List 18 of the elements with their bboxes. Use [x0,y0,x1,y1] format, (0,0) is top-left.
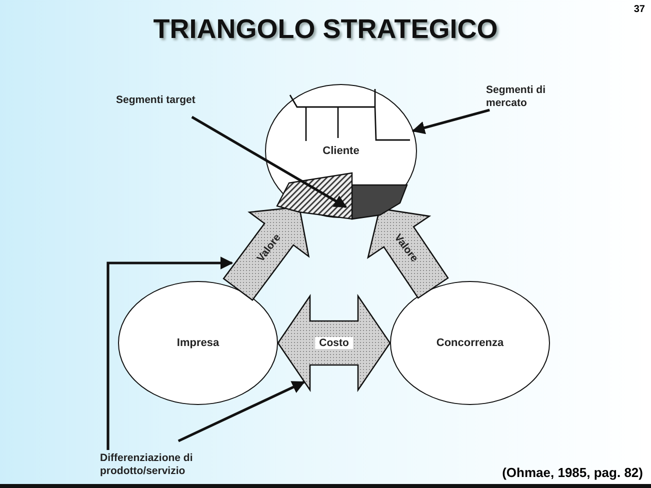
block-arrow [366,208,449,299]
node-label: Cliente [322,145,360,157]
edge-label: Costo [315,337,353,349]
node-label: Concorrenza [436,337,504,349]
leader-arrow [412,108,490,134]
leader-arrow [178,380,306,442]
callout-text: Segmenti target [116,94,226,108]
block-arrow [222,206,310,302]
node-label: Impresa [176,337,220,349]
callout-text: Differenziazione di prodotto/servizio [100,452,260,478]
block-arrow [277,294,391,392]
leader-arrow [106,256,234,450]
page-number: 37 [634,4,645,15]
callout-text: Segmenti di mercato [486,84,576,110]
slide-title: TRIANGOLO STRATEGICO [152,14,499,45]
leader-arrow [191,116,348,208]
target-segment [276,172,353,220]
source-caption: (Ohmae, 1985, pag. 82) [502,465,643,480]
